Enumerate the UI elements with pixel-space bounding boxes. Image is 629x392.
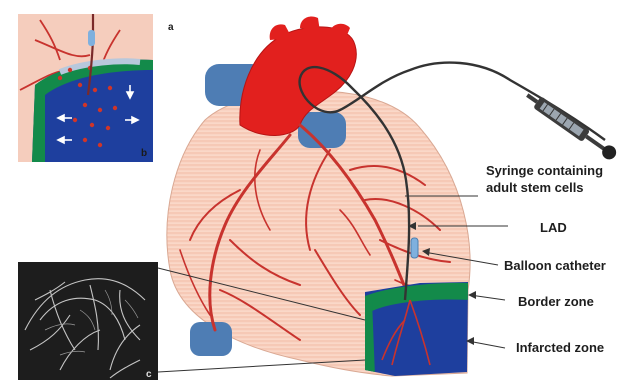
label-balloon-catheter: Balloon catheter: [504, 258, 606, 273]
balloon-icon: [411, 238, 418, 258]
label-border-zone: Border zone: [518, 294, 594, 309]
label-syringe-line1: Syringe containing: [486, 163, 603, 178]
infarct-region: [360, 282, 470, 376]
label-lad: LAD: [540, 220, 567, 235]
label-infarcted-zone: Infarcted zone: [516, 340, 604, 355]
syringe-icon: [523, 89, 619, 162]
inset-b: [18, 14, 153, 162]
label-syringe-line2: adult stem cells: [486, 180, 584, 195]
panel-letter-b: b: [141, 148, 147, 159]
panel-letter-a: a: [168, 22, 174, 33]
panel-letter-c: c: [146, 369, 152, 380]
inset-c: [18, 262, 158, 380]
